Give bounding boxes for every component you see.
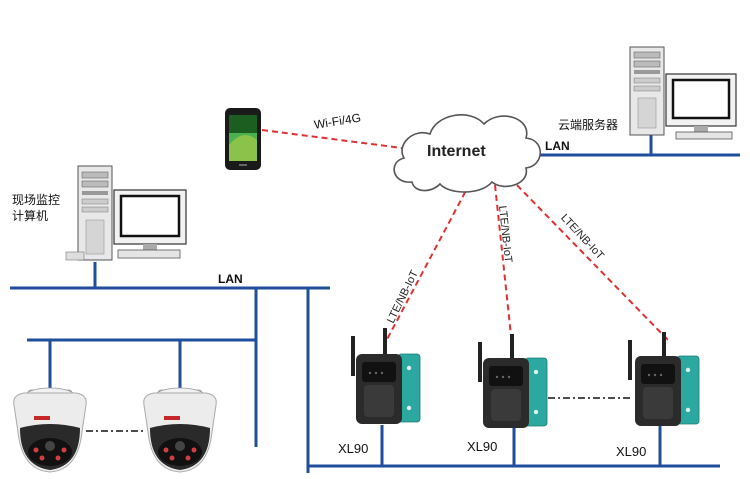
internet-label: Internet (427, 143, 486, 160)
xl90-device-2 (478, 334, 548, 428)
xl90-device-1 (351, 328, 421, 424)
phone-icon (225, 108, 261, 170)
dome-camera-1 (13, 387, 87, 473)
cloud-server-icon (629, 46, 737, 140)
link-xl90-1 (383, 182, 471, 346)
lan-label-left: LAN (218, 272, 243, 286)
link-xl90-2 (494, 184, 513, 346)
xl90-label-2: XL90 (467, 439, 498, 454)
xl90-device-3 (628, 332, 700, 426)
xl90-label-1: XL90 (338, 441, 369, 456)
local-pc-label-line1: 现场监控 (12, 193, 61, 207)
dome-camera-2 (143, 387, 217, 473)
lan-lines (10, 130, 740, 473)
link-xl90-3 (509, 177, 669, 341)
link-phone (261, 129, 403, 149)
internet-cloud (393, 114, 541, 193)
lan-label-top: LAN (545, 139, 570, 153)
xl90-label-3: XL90 (616, 444, 647, 459)
local-pc-icon (65, 165, 187, 261)
local-pc-label-line2: 计算机 (12, 209, 49, 223)
cloud-server-label: 云端服务器 (558, 118, 619, 132)
